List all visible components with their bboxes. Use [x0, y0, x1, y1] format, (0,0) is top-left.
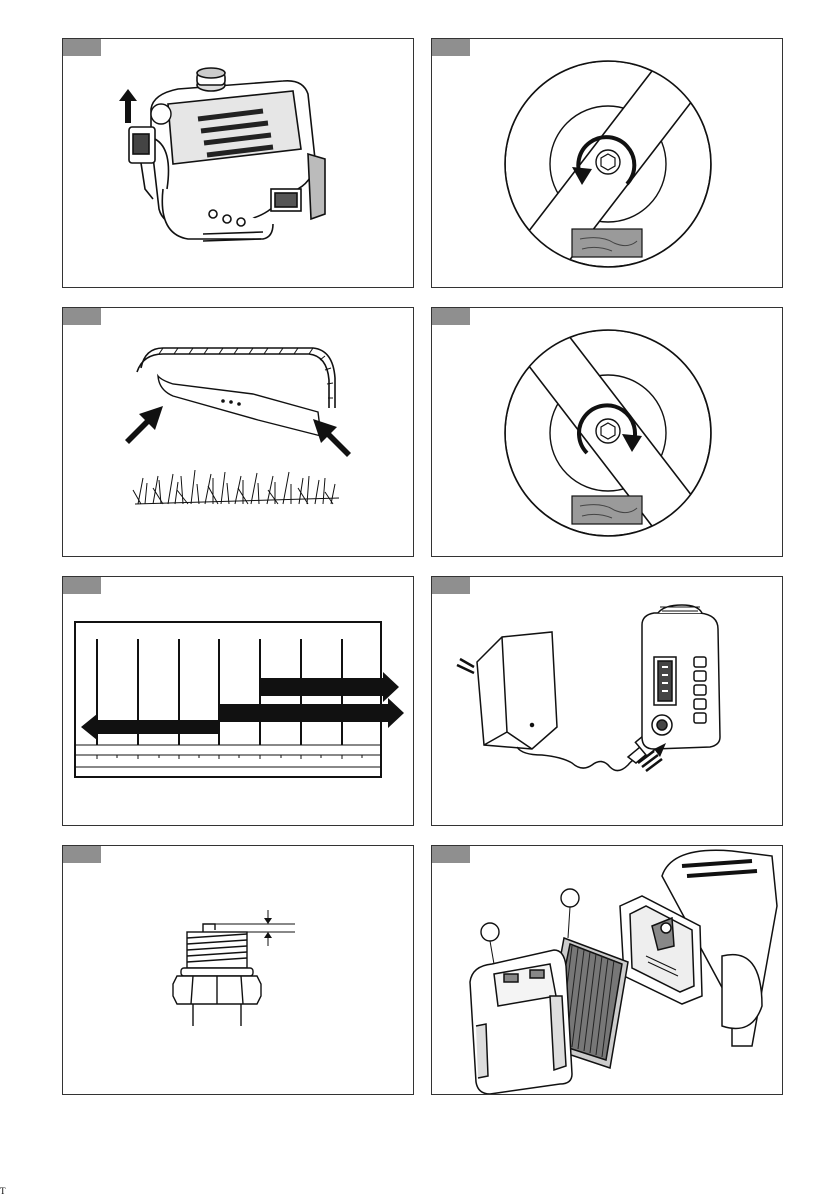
- figure-panel-battery-charging: [431, 576, 783, 826]
- blade-icon: [432, 39, 783, 288]
- figure-panel-blade-tighten: [431, 307, 783, 557]
- figure-panel-blade-orientation: [62, 307, 414, 557]
- chart-grid: [63, 577, 414, 826]
- deck-icon: [63, 308, 414, 557]
- grass-icon: [133, 470, 339, 504]
- charger-icon: [432, 577, 783, 826]
- spark-plug-icon: [63, 846, 414, 1095]
- wood-block-icon: [572, 229, 642, 257]
- figure-panel-engine: [62, 38, 414, 288]
- blade-icon: [432, 308, 783, 557]
- blade-icon: [158, 376, 321, 436]
- arrow-icon: [125, 406, 163, 444]
- filter-housing-icon: [432, 846, 783, 1095]
- figure-panel-oil-chart: [62, 576, 414, 826]
- footer-text: T: [0, 1186, 6, 1196]
- figure-panel-spark-plug: [62, 845, 414, 1095]
- figure-panel-blade-loosen: [431, 38, 783, 288]
- engine-icon: [63, 39, 414, 288]
- arrow-icon: [313, 419, 351, 457]
- figure-panel-air-filter: [431, 845, 783, 1095]
- wood-block-icon: [572, 496, 642, 524]
